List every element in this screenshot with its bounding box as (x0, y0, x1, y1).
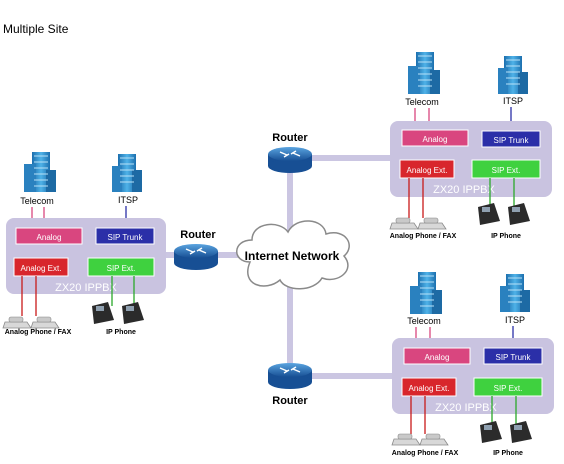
site-left: Telecom ITSP Analog SIP Trunk Analog Ext… (2, 152, 166, 336)
ip-phone-label: IP Phone (106, 329, 136, 336)
sip-ext-module (471, 159, 541, 179)
ip-phone-label: IP Phone (493, 450, 523, 457)
router-bottom: Router (268, 363, 312, 407)
sip-trunk-label: SIP Trunk (496, 353, 532, 362)
router-icon (268, 363, 312, 389)
itsp-building-icon (498, 56, 528, 94)
sip-trunk-module (483, 347, 543, 365)
router-label: Router (272, 395, 308, 407)
telecom-label: Telecom (405, 97, 439, 107)
telecom-building-icon (24, 152, 56, 192)
router-label: Router (272, 132, 308, 144)
sip-ext-label: SIP Ext. (494, 384, 523, 393)
site-bottom-right: Telecom ITSP Analog SIP Trunk Analog Ext… (391, 272, 554, 457)
analog-phone-label: Analog Phone / FAX (5, 329, 72, 336)
ip-phone-icon (480, 421, 532, 443)
analog-phone-icon (2, 316, 60, 329)
router-icon (268, 147, 312, 173)
ip-phone-label: IP Phone (491, 233, 521, 240)
ip-phone-icon (478, 203, 530, 225)
internet-cloud: Internet Network (236, 220, 350, 290)
sip-trunk-module (95, 227, 155, 245)
telecom-label: Telecom (407, 316, 441, 326)
itsp-label: ITSP (505, 315, 525, 325)
cloud-label: Internet Network (245, 249, 340, 263)
router-label: Router (180, 229, 216, 241)
analog-module-label: Analog (423, 135, 448, 144)
sip-trunk-label: SIP Trunk (494, 136, 530, 145)
pbx-label: ZX20 IPPBX (55, 282, 117, 294)
sip-ext-label: SIP Ext. (492, 166, 521, 175)
page-title: Multiple Site (3, 22, 69, 36)
telecom-building-icon (410, 272, 442, 314)
analog-phone-icon (391, 433, 449, 446)
router-left: Router (174, 229, 218, 270)
analog-ext-module (13, 257, 69, 277)
pbx-label: ZX20 IPPBX (435, 402, 497, 414)
analog-phone-label: Analog Phone / FAX (392, 450, 459, 457)
sip-trunk-module (481, 130, 541, 148)
itsp-building-icon (112, 154, 142, 192)
analog-ext-label: Analog Ext. (21, 264, 62, 273)
site-top-right: Telecom ITSP Analog SIP Trunk Analog Ext… (389, 52, 552, 240)
pbx-label: ZX20 IPPBX (433, 184, 495, 196)
sip-trunk-label: SIP Trunk (108, 233, 144, 242)
sip-ext-module (87, 257, 155, 277)
analog-ext-label: Analog Ext. (407, 166, 448, 175)
analog-module (15, 227, 83, 245)
telecom-building-icon (408, 52, 440, 94)
router-top: Router (268, 132, 312, 173)
itsp-label: ITSP (118, 195, 138, 205)
itsp-building-icon (500, 274, 530, 312)
ip-phone-icon (92, 302, 144, 324)
analog-module (401, 129, 469, 147)
analog-ext-label: Analog Ext. (409, 384, 450, 393)
analog-phone-label: Analog Phone / FAX (390, 233, 457, 240)
telecom-label: Telecom (20, 196, 54, 206)
itsp-label: ITSP (503, 96, 523, 106)
sip-ext-module (473, 377, 543, 397)
analog-module-label: Analog (37, 233, 62, 242)
analog-ext-module (401, 377, 457, 397)
analog-module-label: Analog (425, 353, 450, 362)
analog-ext-module (399, 159, 455, 179)
router-icon (174, 244, 218, 270)
analog-module (403, 347, 471, 365)
analog-phone-icon (389, 217, 447, 230)
sip-ext-label: SIP Ext. (107, 264, 136, 273)
